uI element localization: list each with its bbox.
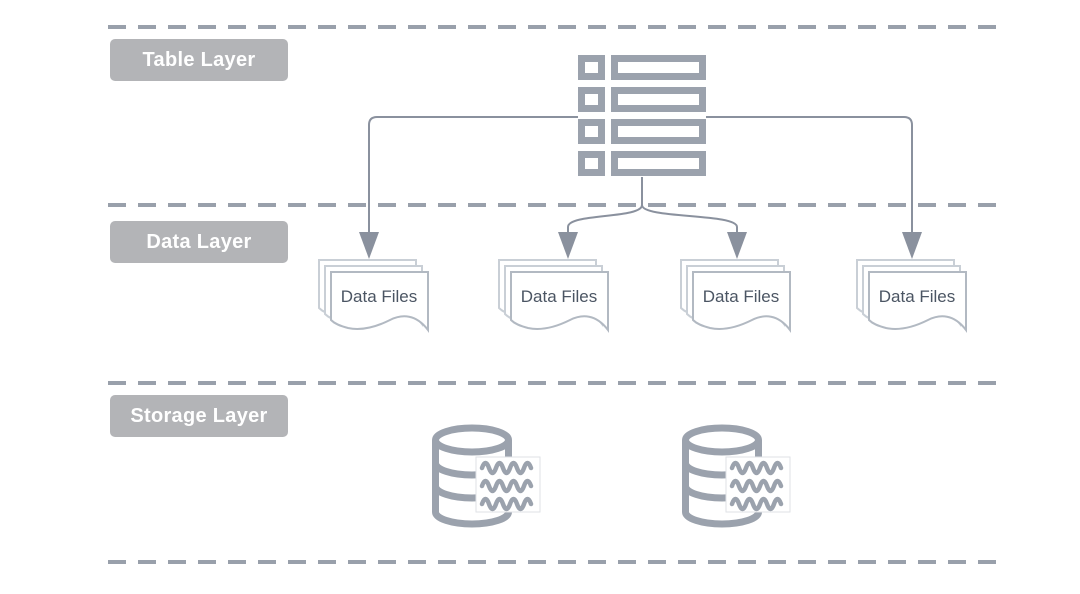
layer-divider-top (108, 25, 1004, 29)
database-icon (432, 424, 541, 528)
data-files-icon: Data Files (318, 259, 429, 331)
layer-divider-data (108, 203, 1004, 207)
connector-mid-right (641, 204, 738, 232)
data-files-label: Data Files (521, 287, 598, 306)
arrowhead-icon (902, 232, 922, 259)
data-files-label: Data Files (341, 287, 418, 306)
layer-label-storage: Storage Layer (110, 395, 288, 437)
data-files-icon: Data Files (498, 259, 609, 331)
arrowhead-icon (727, 232, 747, 259)
data-files-icon: Data Files (680, 259, 791, 331)
data-files-icon: Data Files (856, 259, 967, 331)
connector-mid-left (567, 204, 643, 232)
database-icon (682, 424, 791, 528)
layer-divider-storage (108, 381, 1004, 385)
connector-left (368, 116, 578, 232)
arrowhead-icon (359, 232, 379, 259)
layer-label-data: Data Layer (110, 221, 288, 263)
layer-divider-bottom (108, 560, 1004, 564)
table-rows-icon (578, 55, 706, 176)
connector-right (706, 116, 913, 232)
layer-label-table: Table Layer (110, 39, 288, 81)
arrowhead-icon (558, 232, 578, 259)
data-files-label: Data Files (703, 287, 780, 306)
data-files-label: Data Files (879, 287, 956, 306)
